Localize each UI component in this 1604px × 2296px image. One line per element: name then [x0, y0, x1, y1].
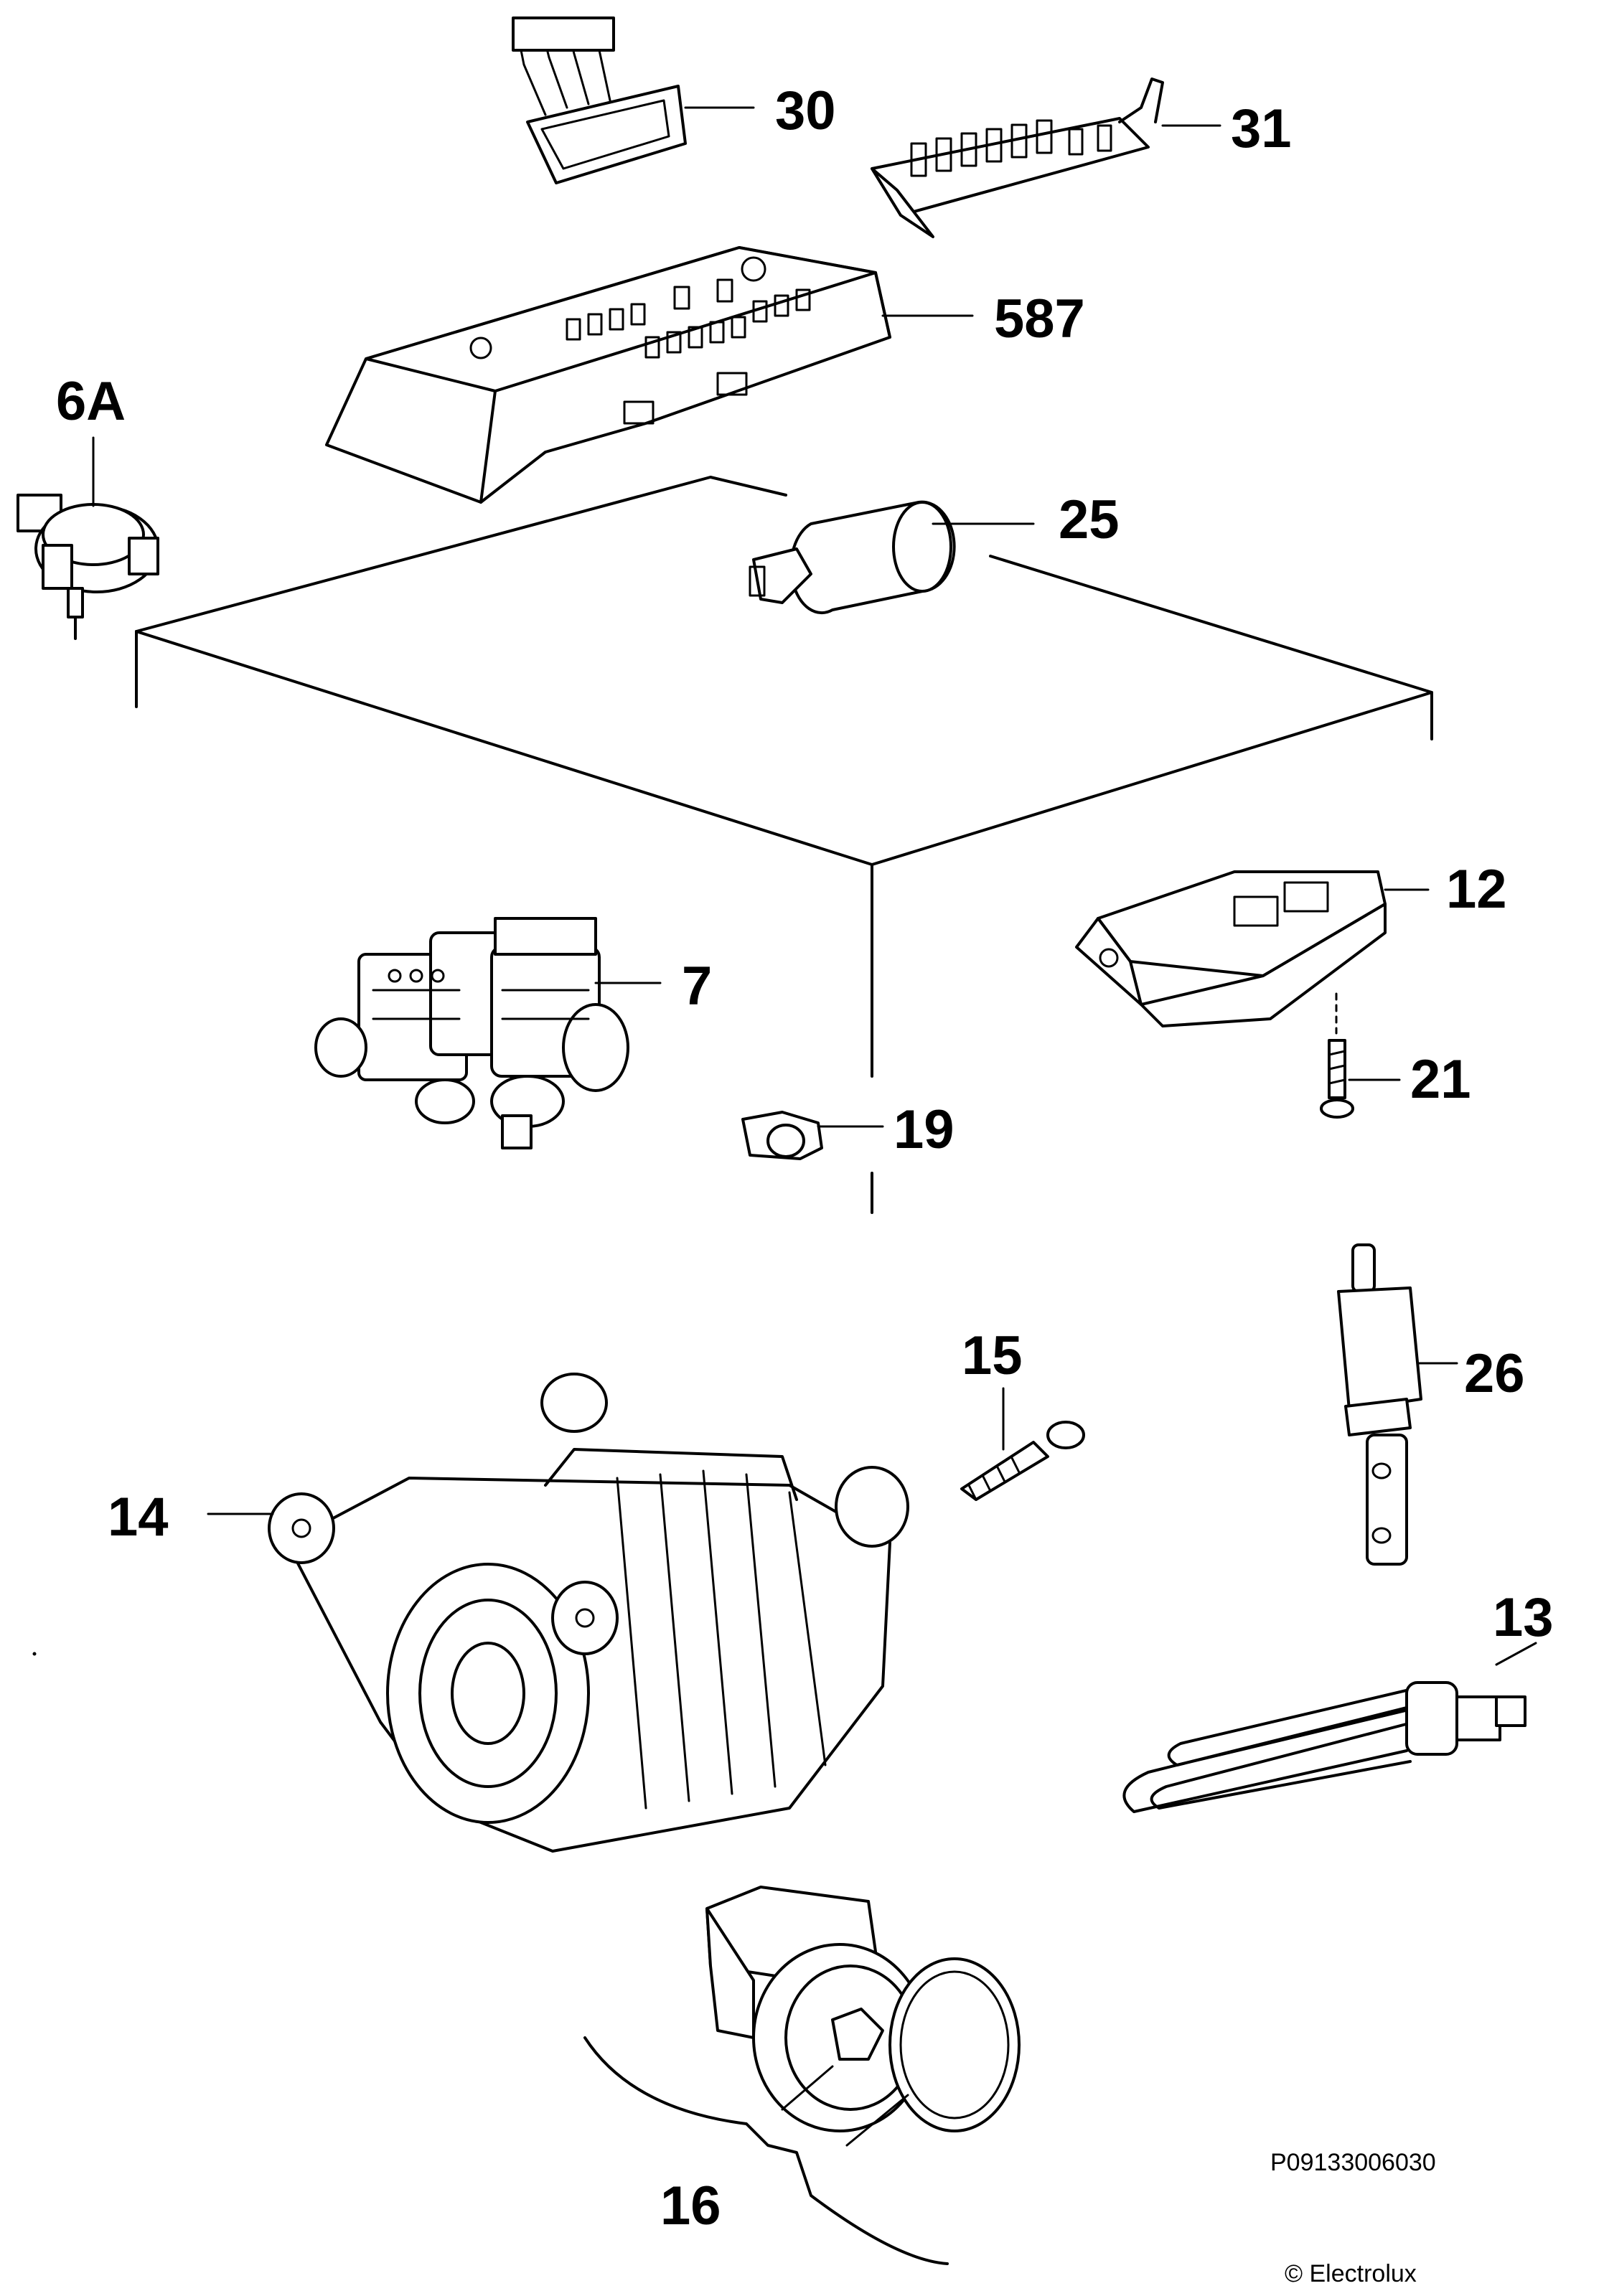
- callout-6a: 6A: [56, 371, 126, 432]
- callout-19: 19: [894, 1099, 955, 1160]
- callout-26: 26: [1464, 1343, 1525, 1404]
- callout-14: 14: [108, 1487, 169, 1548]
- callout-31: 31: [1231, 98, 1292, 159]
- cabinet-outline: [135, 476, 1433, 1214]
- part-12-door-lock: [1075, 870, 1430, 1027]
- drawing-code: P09133006030: [1270, 2149, 1436, 2176]
- callout-13: 13: [1493, 1587, 1554, 1648]
- callout-587: 587: [994, 288, 1085, 349]
- part-30-cable: [512, 17, 755, 184]
- callout-7: 7: [682, 956, 712, 1017]
- part-13-heating-element: [1122, 1642, 1537, 1813]
- callout-labels: 30 31 587 6A 25 12 7 21 19 15 26 14 13 1…: [56, 80, 1554, 2236]
- part-25-capacitor: [749, 500, 1035, 615]
- part-21-screw: [1320, 992, 1401, 1119]
- callout-15: 15: [962, 1325, 1023, 1386]
- part-14-motor: [32, 1373, 909, 1853]
- callout-30: 30: [775, 80, 836, 141]
- part-15-screw: [960, 1387, 1085, 1501]
- callout-25: 25: [1059, 489, 1120, 550]
- part-6a-pressure-switch: [17, 436, 159, 640]
- part-587-electronic-module: [325, 246, 974, 504]
- part-26-ntc-sensor: [1337, 1243, 1458, 1566]
- part-19-clip: [741, 1111, 884, 1160]
- part-7-inlet-valve: [314, 917, 662, 1149]
- part-31-connector: [871, 77, 1221, 238]
- part-16-drain-pump: [583, 1886, 1021, 2265]
- callout-16: 16: [660, 2175, 721, 2236]
- copyright: © Electrolux: [1285, 2260, 1417, 2287]
- callout-12: 12: [1446, 859, 1507, 920]
- callout-21: 21: [1410, 1049, 1471, 1110]
